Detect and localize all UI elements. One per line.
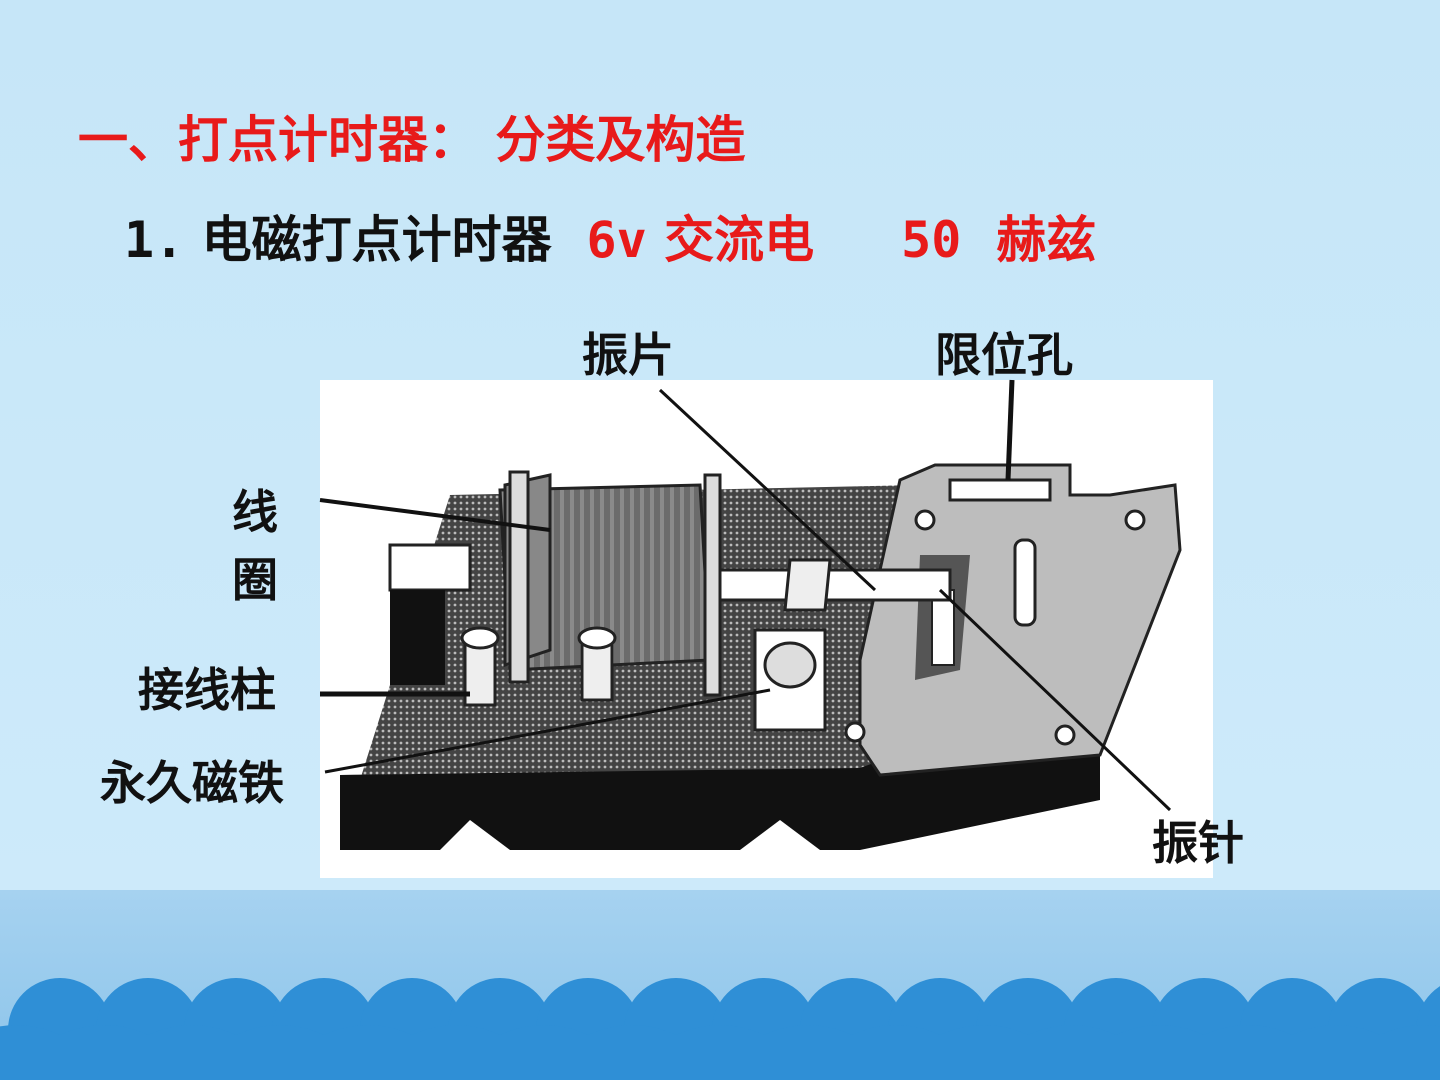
terminal-post-1 <box>460 626 500 707</box>
slide-subtitle: 1. 电磁打点计时器 6v 交流电 50 赫兹 <box>124 200 1096 272</box>
wave-base <box>940 1025 1028 1080</box>
wave-base <box>412 1025 500 1080</box>
wave-base <box>60 1025 148 1080</box>
label-permanent-magnet: 永久磁铁 <box>100 756 284 810</box>
wave-base <box>1380 1025 1440 1080</box>
wave-base <box>1028 1025 1116 1080</box>
wave-base <box>676 1025 764 1080</box>
current-type: 交流电 <box>664 211 815 269</box>
wave-base <box>0 1025 60 1080</box>
voltage-value: 6v <box>586 211 647 269</box>
frequency-unit: 赫兹 <box>996 211 1097 269</box>
label-coil: 线圈 <box>232 485 278 607</box>
label-vibrating-plate: 振片 <box>582 328 674 382</box>
wave-base <box>148 1025 236 1080</box>
wave-base <box>236 1025 324 1080</box>
timer-device-drawing <box>340 463 1182 850</box>
wave-base <box>1292 1025 1380 1080</box>
section-number: 1. <box>124 211 185 269</box>
wave-base <box>764 1025 852 1080</box>
wave-base <box>324 1025 412 1080</box>
terminal-post-2 <box>577 626 617 702</box>
wave-base <box>588 1025 676 1080</box>
label-limit-hole: 限位孔 <box>935 328 1073 382</box>
slide-title: 一、打点计时器： 分类及构造 <box>78 111 746 169</box>
label-vibrating-needle: 振针 <box>1152 816 1244 870</box>
label-terminal: 接线柱 <box>138 663 276 717</box>
wave-base <box>500 1025 588 1080</box>
device-name: 电磁打点计时器 <box>201 211 552 269</box>
timer-illustration <box>320 380 1213 878</box>
wave-base <box>852 1025 940 1080</box>
wave-base <box>1204 1025 1292 1080</box>
wave-base <box>1116 1025 1204 1080</box>
decorative-waves <box>0 978 1440 1080</box>
frequency-value: 50 <box>901 211 962 269</box>
